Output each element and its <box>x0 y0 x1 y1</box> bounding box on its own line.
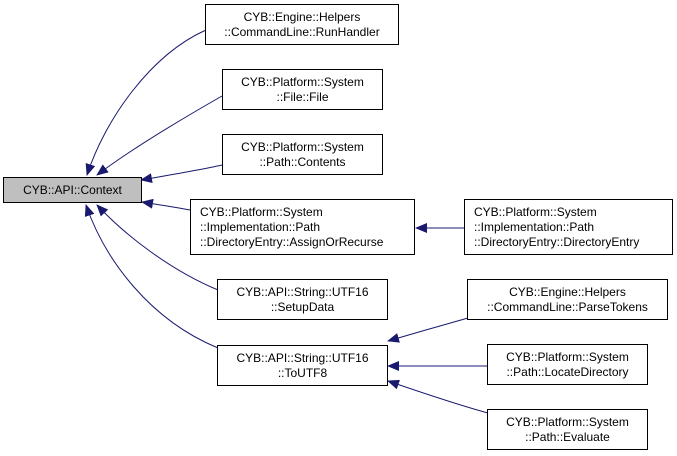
node-label: ::Path::LocateDirectory <box>506 364 629 379</box>
node-label: ::Path::Contents <box>259 154 346 169</box>
node-label: ::Implementation::Path <box>474 219 595 234</box>
node-label: ::File::File <box>276 89 329 104</box>
node-label: ::Path::Evaluate <box>525 429 610 444</box>
node-label: ::CommandLine::ParseTokens <box>487 299 648 314</box>
edge-assignorrecurse-to-context <box>141 198 191 211</box>
node-label: CYB::API::String::UTF16 <box>236 350 369 365</box>
node-directoryentry[interactable]: CYB::Platform::System ::Implementation::… <box>464 199 673 255</box>
node-label: ::DirectoryEntry::DirectoryEntry <box>474 234 640 249</box>
edge-file-to-context <box>96 95 223 176</box>
node-label: CYB::Platform::System <box>241 74 364 89</box>
node-label: ::DirectoryEntry::AssignOrRecurse <box>200 234 384 249</box>
edge-parsetokens-to-toutf8 <box>387 317 469 343</box>
node-evaluate[interactable]: CYB::Platform::System ::Path::Evaluate <box>487 409 648 450</box>
edge-contents-to-context <box>140 164 223 184</box>
node-label: CYB::Platform::System <box>474 204 597 219</box>
node-parsetokens[interactable]: CYB::Engine::Helpers ::CommandLine::Pars… <box>467 279 668 320</box>
node-label: CYB::API::Context <box>23 182 122 197</box>
node-label: CYB::Platform::System <box>506 349 629 364</box>
node-assignorrecurse[interactable]: CYB::Platform::System ::Implementation::… <box>190 199 415 255</box>
node-label: ::SetupData <box>270 299 335 314</box>
edge-evaluate-to-toutf8 <box>387 379 489 414</box>
node-toutf8[interactable]: CYB::API::String::UTF16 ::ToUTF8 <box>217 345 388 386</box>
edge-runhandler-to-context <box>85 29 207 176</box>
node-label: CYB::Platform::System <box>200 204 323 219</box>
edge-setupdata-to-context <box>96 204 219 291</box>
node-label: CYB::API::String::UTF16 <box>236 284 369 299</box>
node-contents[interactable]: CYB::Platform::System ::Path::Contents <box>222 134 383 175</box>
node-file[interactable]: CYB::Platform::System ::File::File <box>222 69 383 110</box>
node-label: ::Implementation::Path <box>200 219 321 234</box>
node-context[interactable]: CYB::API::Context <box>3 177 142 203</box>
node-label: CYB::Engine::Helpers <box>243 9 361 24</box>
node-label: CYB::Platform::System <box>241 139 364 154</box>
node-locatedirectory[interactable]: CYB::Platform::System ::Path::LocateDire… <box>487 344 648 385</box>
node-label: CYB::Engine::Helpers <box>509 284 626 299</box>
node-label: CYB::Platform::System <box>506 414 629 429</box>
node-runhandler[interactable]: CYB::Engine::Helpers ::CommandLine::RunH… <box>205 4 399 45</box>
node-label: ::CommandLine::RunHandler <box>224 24 380 39</box>
node-setupdata[interactable]: CYB::API::String::UTF16 ::SetupData <box>217 279 388 320</box>
edge-toutf8-to-context <box>84 204 219 349</box>
node-label: ::ToUTF8 <box>277 365 328 380</box>
